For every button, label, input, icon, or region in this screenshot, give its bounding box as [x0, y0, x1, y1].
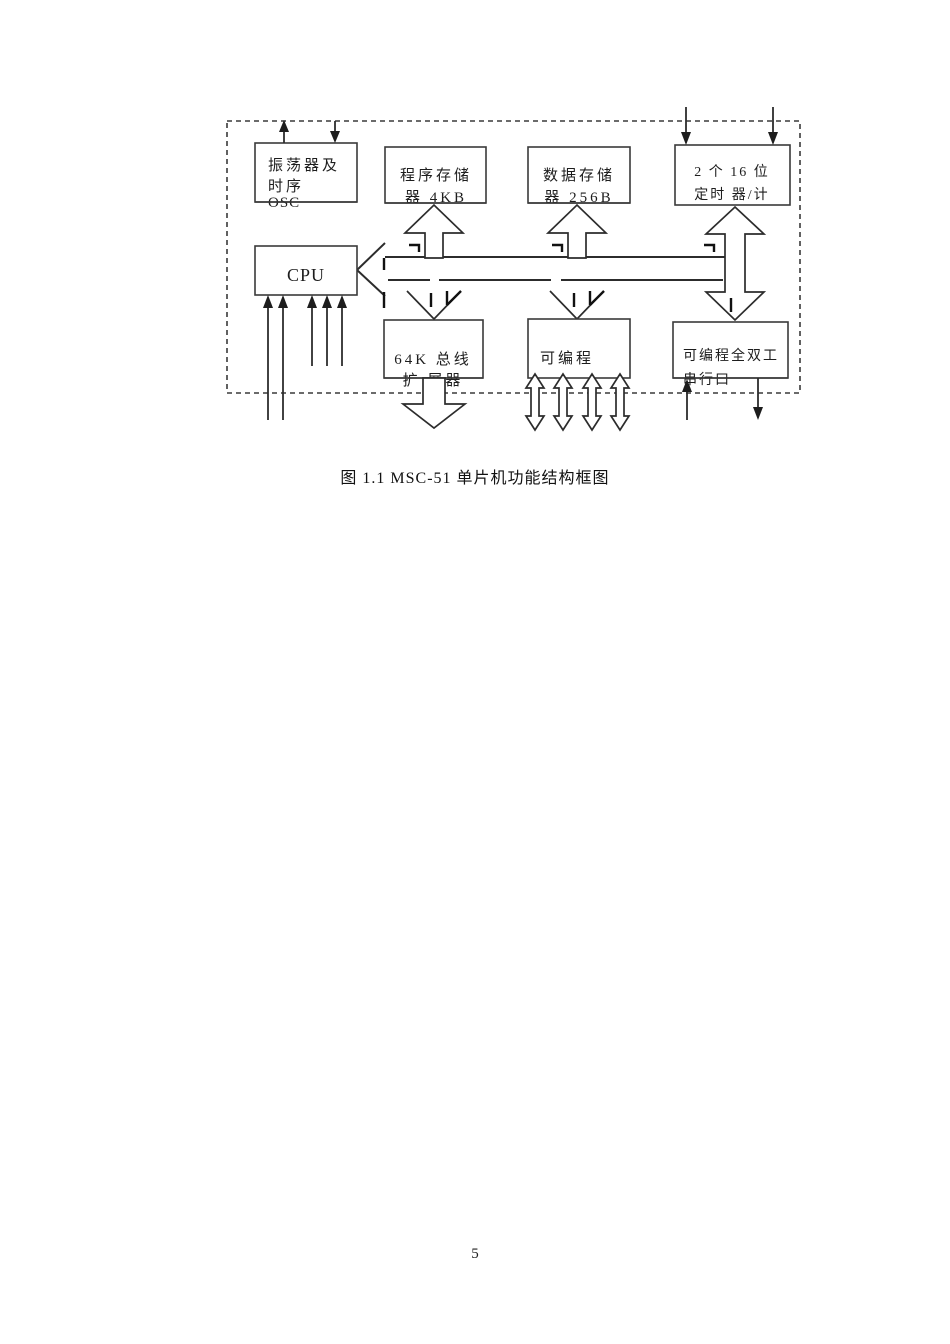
- serial-port-external-arrows: [682, 378, 763, 420]
- timer-external-input-arrows: [681, 107, 778, 145]
- page-number: 5: [471, 1246, 479, 1262]
- serial-port-label-line2: 串行口: [683, 372, 731, 388]
- bus-expander-label-line1: 64K 总线: [394, 351, 472, 368]
- block-bus-expander: 64K 总线 扩 展器: [383, 319, 484, 389]
- oscillator-top-arrows: [279, 120, 340, 143]
- timers-label-line2: 定时 器/计: [694, 187, 769, 203]
- block-data-memory: 数据存储 器 256B: [527, 146, 631, 206]
- figure-caption: 图 1.1 MSC-51 单片机功能结构框图: [340, 470, 610, 487]
- cpu-label: CPU: [287, 265, 325, 285]
- programmable-io-label: 可编程: [540, 350, 594, 367]
- data-memory-label-line2: 器 256B: [544, 190, 613, 206]
- arrow-bus-expander-external: [400, 377, 468, 430]
- block-programmable-io: 可编程: [527, 318, 631, 379]
- program-memory-label-line1: 程序存储: [400, 167, 472, 184]
- cpu-input-arrows: [263, 295, 347, 420]
- block-diagram: 振荡器及 时序 OSC 程序存储 器 4KB 数据存储 器 256B 2 个 1…: [226, 107, 801, 432]
- block-serial-port: 可编程全双工 串行口: [672, 321, 789, 388]
- oscillator-label-line2: 时序: [268, 178, 304, 195]
- block-program-memory: 程序存储 器 4KB: [384, 146, 487, 206]
- box-border-restrikes: [255, 201, 788, 379]
- data-memory-label-line1: 数据存储: [543, 167, 615, 184]
- arrow-bus-to-data-memory: [545, 203, 609, 259]
- block-cpu: CPU: [254, 245, 358, 296]
- oscillator-label-line1: 振荡器及: [268, 157, 340, 174]
- arrow-bus-to-bus-expander: [406, 290, 462, 321]
- bus-to-cpu-chevron: [355, 242, 386, 297]
- serial-port-label-line1: 可编程全双工: [683, 347, 779, 364]
- arrow-bus-to-programmable-io: [549, 290, 605, 321]
- io-port-double-arrows: [524, 372, 631, 432]
- block-oscillator: 振荡器及 时序 OSC: [254, 142, 358, 211]
- program-memory-label-line2: 器 4KB: [405, 190, 467, 206]
- arrow-bus-to-program-memory: [402, 203, 466, 259]
- timers-label-line1: 2 个 16 位: [694, 164, 770, 180]
- oscillator-label-line3: OSC: [268, 195, 300, 211]
- arrow-timer-serial-double: [703, 205, 767, 322]
- block-timers: 2 个 16 位 定时 器/计: [674, 144, 791, 206]
